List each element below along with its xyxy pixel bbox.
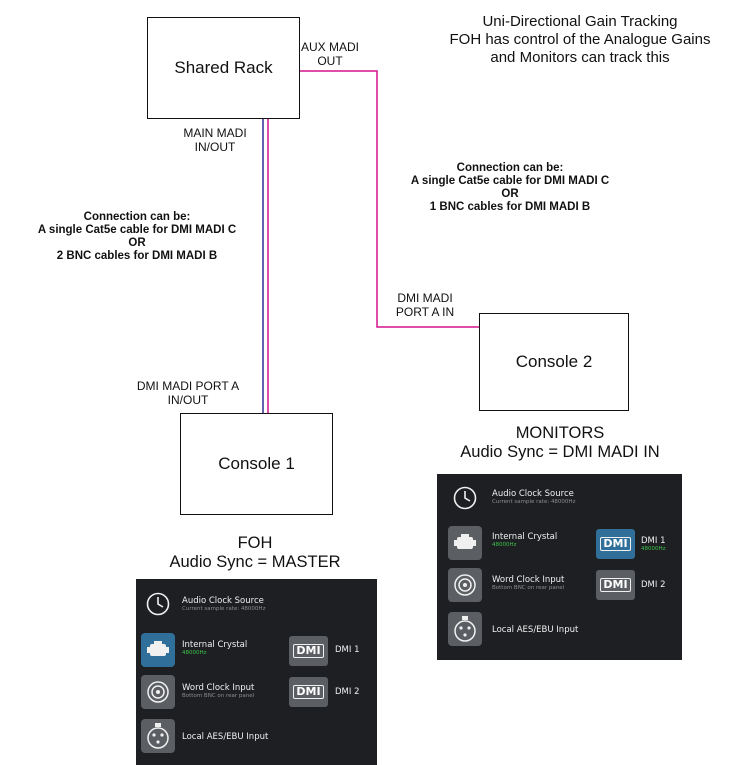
aes-ebu-button[interactable] (141, 719, 175, 753)
aux-madi-line-2: OUT (317, 54, 343, 68)
word-clock-sub: Bottom BNC on rear panel (492, 585, 565, 591)
dmi-2-title: DMI 2 (641, 580, 666, 590)
main-madi-line-2: IN/OUT (194, 140, 236, 154)
clock-source-sub: Current sample rate: 48000Hz (492, 499, 575, 505)
word-clock-text: Word Clock Input Bottom BNC on rear pane… (492, 575, 564, 591)
dmi-port-a-line-2: IN/OUT (167, 393, 209, 407)
crystal-icon (454, 534, 476, 549)
aux-madi-label: AUX MADI OUT (300, 40, 360, 68)
header-line-2: FOH has control of the Analogue Gains (449, 31, 711, 48)
console-1-box: Console 1 (180, 413, 333, 515)
clock-source-sub: Current sample rate: 48000Hz (182, 606, 265, 612)
aes-ebu-title: Local AES/EBU Input (182, 732, 269, 742)
word-clock-sub: Bottom BNC on rear panel (182, 693, 255, 699)
shared-rack-label: Shared Rack (174, 58, 273, 77)
internal-crystal-button[interactable] (141, 633, 175, 667)
internal-crystal-rate: 48000Hz (182, 650, 207, 656)
header-line-3: and Monitors can track this (490, 49, 670, 66)
clock-source-sub-value: 48000Hz (240, 606, 266, 612)
left-note-line-2: A single Cat5e cable for DMI MADI C (37, 224, 237, 236)
dmi-2-title: DMI 2 (335, 687, 360, 697)
dmi-2-chip: DMI (600, 578, 631, 592)
monitors-caption-line-2: Audio Sync = DMI MADI IN (460, 443, 660, 461)
internal-crystal-text: Internal Crystal 48000Hz (492, 532, 557, 548)
main-madi-line-1: MAIN MADI (183, 126, 247, 140)
monitors-caption: MONITORS Audio Sync = DMI MADI IN (435, 424, 685, 462)
clock-icon (452, 485, 478, 511)
left-note-line-4: 2 BNC cables for DMI MADI B (56, 250, 218, 262)
clock-source-heading: Audio Clock Source Current sample rate: … (182, 596, 265, 612)
dmi-1-title: DMI 1 (335, 645, 360, 655)
right-note-line-1: Connection can be: (456, 162, 564, 174)
dmi-1-chip: DMI (293, 644, 324, 658)
dmi-1-button[interactable]: DMI (289, 636, 328, 666)
dmi-port-a-label: DMI MADI PORT A IN/OUT (128, 379, 248, 407)
dmi-in-label: DMI MADI PORT A IN (385, 291, 465, 319)
aes-ebu-title: Local AES/EBU Input (492, 625, 579, 635)
clock-source-sub-prefix: Current sample rate: (182, 606, 241, 612)
xlr-connector-icon (147, 723, 169, 749)
monitors-caption-line-1: MONITORS (515, 424, 605, 442)
clock-source-sub-prefix: Current sample rate: (492, 499, 551, 505)
bnc-connector-icon (147, 681, 169, 703)
right-note-line-4: 1 BNC cables for DMI MADI B (429, 201, 591, 213)
clock-source-heading: Audio Clock Source Current sample rate: … (492, 489, 575, 505)
clock-icon (145, 591, 171, 617)
crystal-icon (147, 641, 169, 656)
foh-caption-line-1: FOH (237, 534, 273, 552)
shared-rack-box: Shared Rack (147, 17, 300, 119)
internal-crystal-title: Internal Crystal (182, 640, 248, 650)
dmi-2-chip: DMI (293, 685, 324, 699)
dmi-2-text: DMI 2 (641, 580, 666, 590)
clock-source-title: Audio Clock Source (492, 489, 574, 499)
dmi-1-button[interactable]: DMI (596, 529, 635, 559)
dmi-2-button[interactable]: DMI (289, 677, 328, 707)
word-clock-text: Word Clock Input Bottom BNC on rear pane… (182, 683, 254, 699)
aes-ebu-button[interactable] (448, 612, 482, 646)
dmi-2-text: DMI 2 (335, 687, 360, 697)
right-connection-note: Connection can be: A single Cat5e cable … (385, 162, 635, 214)
foh-caption-line-2: Audio Sync = MASTER (169, 553, 341, 571)
aux-madi-wire (299, 70, 479, 328)
left-connection-note: Connection can be: A single Cat5e cable … (15, 211, 259, 263)
header-line-1: Uni-Directional Gain Tracking (482, 13, 678, 30)
diagram-header: Uni-Directional Gain Tracking FOH has co… (415, 13, 745, 67)
word-clock-title: Word Clock Input (182, 683, 255, 693)
dmi-1-text: DMI 1 (335, 645, 360, 655)
aux-madi-line-1: AUX MADI (300, 40, 359, 54)
right-note-line-3: OR (501, 188, 519, 200)
word-clock-button[interactable] (448, 568, 482, 602)
dmi-in-line-2: PORT A IN (395, 305, 455, 319)
dmi-port-a-line-1: DMI MADI PORT A (136, 379, 240, 393)
aes-ebu-text: Local AES/EBU Input (492, 625, 578, 635)
clock-source-title: Audio Clock Source (182, 596, 264, 606)
xlr-connector-icon (454, 616, 476, 642)
bnc-connector-icon (454, 574, 476, 596)
dmi-1-text: DMI 1 48000Hz (641, 536, 666, 552)
foh-clock-panel: Audio Clock Source Current sample rate: … (136, 579, 377, 765)
left-note-line-1: Connection can be: (83, 211, 191, 223)
internal-crystal-title: Internal Crystal (492, 532, 558, 542)
internal-crystal-text: Internal Crystal 48000Hz (182, 640, 247, 656)
right-note-line-2: A single Cat5e cable for DMI MADI C (410, 175, 610, 187)
dmi-2-button[interactable]: DMI (596, 570, 635, 600)
internal-crystal-rate: 48000Hz (492, 542, 517, 548)
monitors-clock-panel: Audio Clock Source Current sample rate: … (437, 474, 682, 660)
console-1-label: Console 1 (218, 454, 295, 473)
word-clock-button[interactable] (141, 675, 175, 709)
left-note-line-3: OR (128, 237, 146, 249)
dmi-in-line-1: DMI MADI (397, 291, 453, 305)
dmi-1-rate: 48000Hz (641, 546, 666, 552)
internal-crystal-button[interactable] (448, 526, 482, 560)
dmi-1-chip: DMI (600, 537, 631, 551)
dmi-1-title: DMI 1 (641, 536, 666, 546)
clock-source-sub-value: 48000Hz (550, 499, 576, 505)
foh-caption: FOH Audio Sync = MASTER (140, 534, 370, 572)
main-madi-label: MAIN MADI IN/OUT (175, 126, 255, 154)
word-clock-title: Word Clock Input (492, 575, 565, 585)
console-2-label: Console 2 (515, 352, 593, 371)
aes-ebu-text: Local AES/EBU Input (182, 732, 268, 742)
console-2-box: Console 2 (479, 313, 629, 411)
